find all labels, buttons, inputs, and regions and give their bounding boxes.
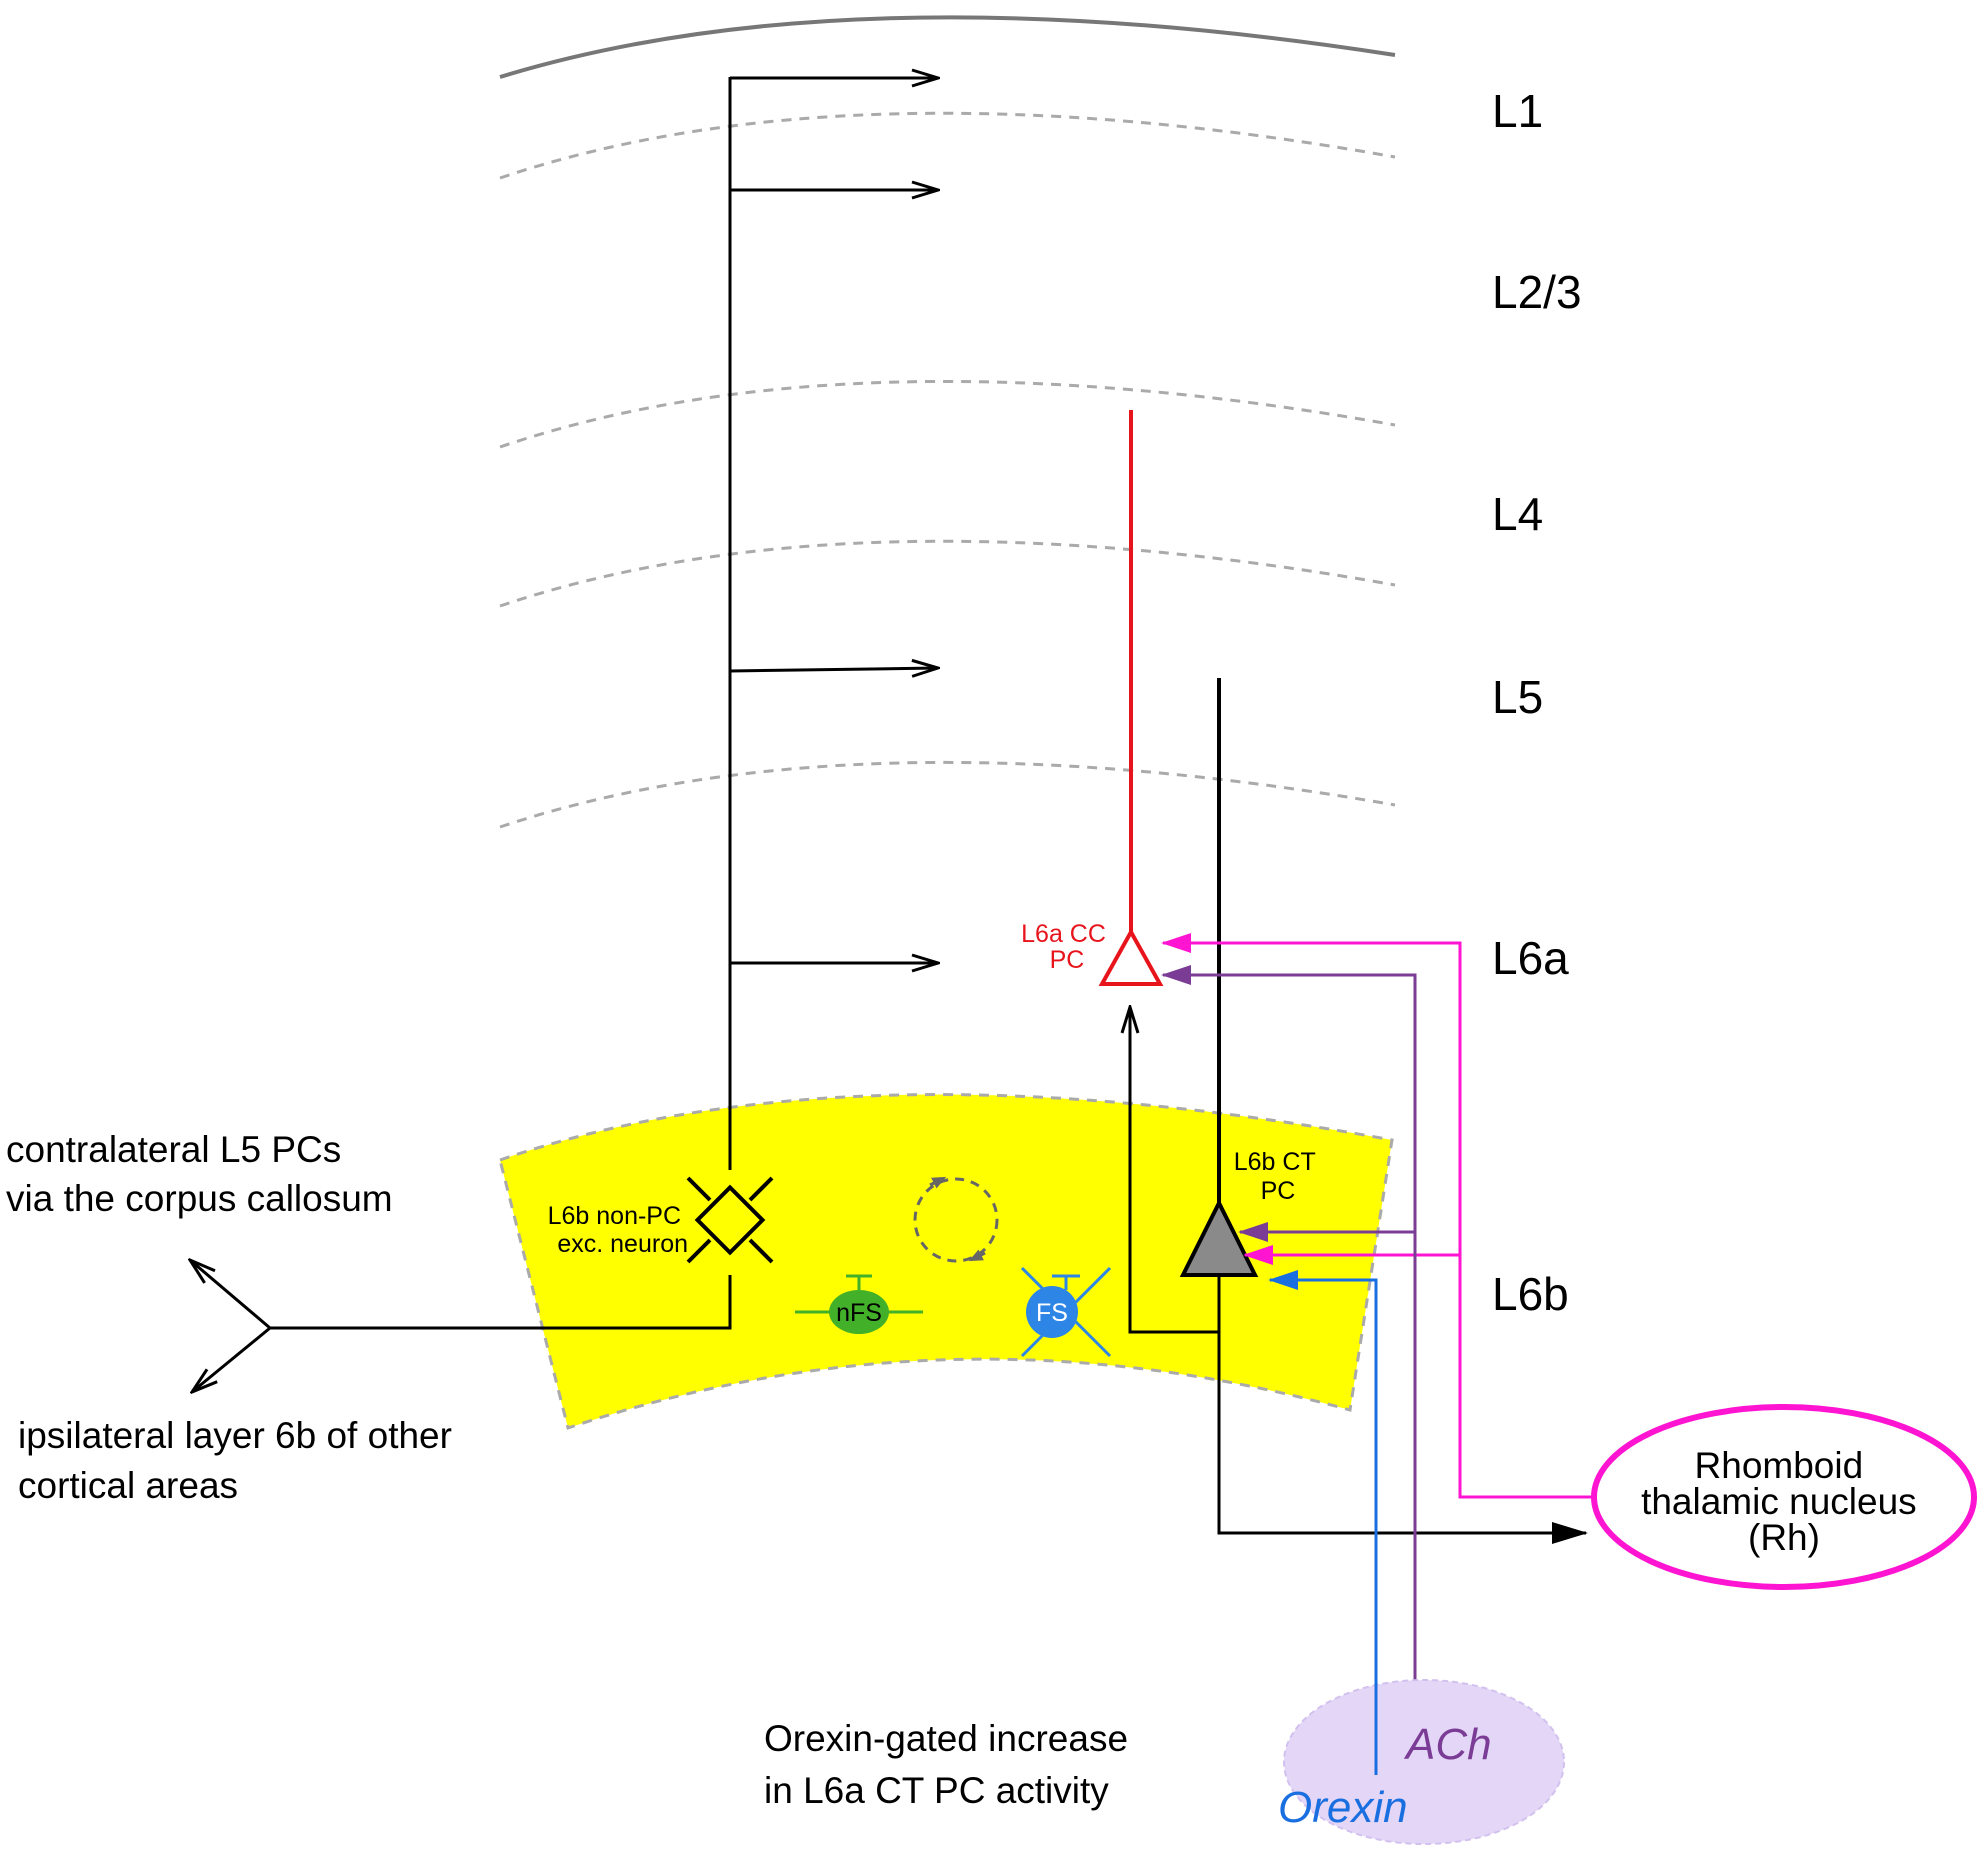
layer-label-l1: L1 xyxy=(1492,85,1543,137)
rhomboid-thalamic-nucleus xyxy=(1591,1404,1977,1590)
l6b-non-pc-neuron xyxy=(686,1176,774,1264)
orexin-gated-note: Orexin-gated increase in L6a CT PC activ… xyxy=(764,1718,1138,1811)
boundary-l23-l4 xyxy=(499,379,1396,449)
l6b-zone xyxy=(498,1093,1394,1430)
fs-label: FS xyxy=(1036,1299,1068,1327)
boundary-l1-l23 xyxy=(499,111,1396,180)
layer-label-l5: L5 xyxy=(1492,671,1543,723)
layer-label-l6a: L6a xyxy=(1492,932,1569,984)
l6b-ct-pc-to-l6a-axon xyxy=(1130,1007,1219,1334)
layer-label-l23: L2/3 xyxy=(1492,266,1582,318)
non-pc-output-axon xyxy=(190,1260,732,1392)
l6b-ct-pc-label: L6b CT PC xyxy=(1234,1148,1322,1205)
l6b-ct-pc-to-thalamus-axon xyxy=(1217,1275,1588,1544)
orexin-to-l6b-ct-pc-projection xyxy=(1268,1270,1378,1775)
rh-to-l6a-cc-pc-projection xyxy=(1161,933,1593,1499)
orexin-cloud xyxy=(1283,1679,1565,1845)
layer-label-l6b: L6b xyxy=(1492,1268,1569,1320)
nfs-interneuron xyxy=(795,1274,923,1334)
boundary-l5-l6a xyxy=(499,760,1396,829)
layer-label-l4: L4 xyxy=(1492,488,1543,540)
pia-surface xyxy=(499,15,1396,79)
l6a-cc-pc-soma xyxy=(1098,927,1164,986)
ach-to-l6a-cc-pc-projection xyxy=(1161,965,1417,1700)
rhomboid-label: Rhomboid thalamic nucleus (Rh) xyxy=(1641,1445,1927,1558)
boundary-l4-l5 xyxy=(499,539,1396,608)
fs-interneuron xyxy=(1020,1266,1112,1358)
l6b-ct-pc-soma xyxy=(1179,1198,1259,1277)
recurrent-activity-loop xyxy=(913,1176,999,1263)
l6a-cc-pc-label: L6a CC PC xyxy=(1021,920,1113,974)
nfs-label: nFS xyxy=(836,1299,882,1327)
l6b-non-pc-label: L6b non-PC exc. neuron xyxy=(548,1202,688,1258)
contralateral-target-label: contralateral L5 PCs via the corpus call… xyxy=(6,1129,393,1219)
non-pc-ascending-axon xyxy=(728,77,938,1170)
orexin-label: Orexin xyxy=(1278,1783,1408,1832)
ach-label: ACh xyxy=(1403,1720,1492,1769)
ipsilateral-target-label: ipsilateral layer 6b of other cortical a… xyxy=(18,1415,462,1506)
